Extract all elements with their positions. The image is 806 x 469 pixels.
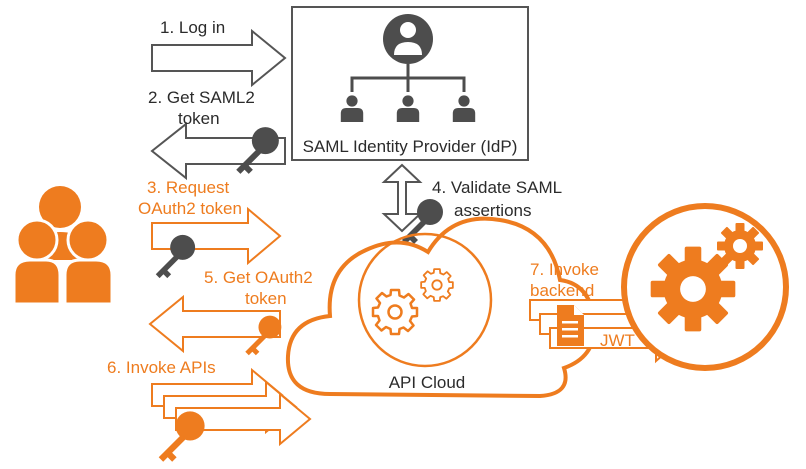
login-arrow-icon [151,28,287,88]
api-cloud-label: API Cloud [389,373,466,392]
org-chart-icon [340,14,476,122]
invoke-apis-arrows-icon [151,367,312,447]
step-2-label-line1: 2. Get SAML2 [148,88,255,107]
step-4-label-line1: 4. Validate SAML [432,178,562,197]
idp-label: SAML Identity Provider (IdP) [303,137,518,156]
cloud-inner-circle [357,232,493,368]
step-7-label-line1: 7. Invoke [530,260,599,279]
step-5-label-line2: token [245,289,287,308]
step-4-label-line2: assertions [454,201,531,220]
saml-token-arrow-icon [150,121,286,181]
step-5-label-line1: 5. Get OAuth2 [204,268,313,287]
document-icon [557,305,584,346]
validate-arrow-icon [381,163,423,233]
step-6-label: 6. Invoke APIs [107,358,216,377]
step-1-label: 1. Log in [160,18,225,37]
request-token-arrow-icon [151,206,282,266]
step-3-label-line2: OAuth2 token [138,199,242,218]
user-group-icon [12,186,114,306]
step-7-label-line2: backend [530,281,594,300]
backend-gear-small-icon [717,223,763,269]
step-3-label-line1: 3. Request [147,178,229,197]
jwt-label: JWT [600,331,635,350]
step-2-label-line2: token [178,109,220,128]
